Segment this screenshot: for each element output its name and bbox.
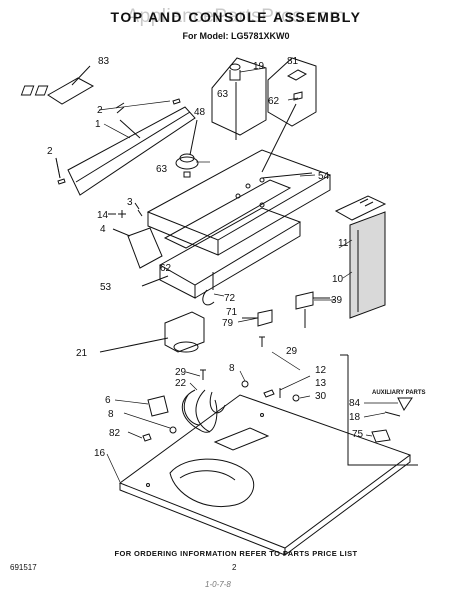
part-11-lint-filter — [334, 195, 387, 221]
callout-8: 8 — [229, 363, 235, 374]
callout-6: 6 — [105, 395, 111, 406]
callout-1: 1 — [95, 119, 101, 130]
callout-13: 13 — [315, 378, 327, 389]
callout-84: 84 — [349, 398, 361, 409]
callout-75: 75 — [352, 429, 364, 440]
auxiliary-leaders — [363, 402, 398, 437]
part-22-wiring-harness — [181, 389, 226, 433]
callout-16: 16 — [94, 448, 106, 459]
callout-12: 12 — [315, 365, 327, 376]
callout-8: 8 — [108, 409, 114, 420]
part-6-terminal-block — [147, 395, 169, 417]
callout-79: 79 — [222, 318, 234, 329]
part-81-signal-knob — [261, 57, 317, 173]
handwritten-mark: 1-0-7-8 — [205, 580, 231, 589]
callout-30: 30 — [315, 391, 327, 402]
part-54-console-top — [146, 149, 332, 256]
callout-11: 11 — [338, 238, 349, 249]
callout-81: 81 — [287, 56, 299, 67]
callout-53: 53 — [100, 282, 112, 293]
part-19-timer-knob — [211, 57, 267, 140]
callout-21: 21 — [76, 348, 88, 359]
part-21-timer — [99, 311, 205, 353]
callout-19: 19 — [253, 61, 265, 72]
part-1-console-rear-panel — [67, 106, 196, 196]
callout-62: 62 — [160, 263, 172, 274]
page-code: 691517 — [10, 563, 37, 572]
callout-labels: 83 2 1 2 48 63 3 14 4 53 19 63 81 62 54 … — [47, 56, 349, 459]
callout-54: 54 — [318, 171, 330, 182]
part-29-screws — [200, 336, 265, 380]
callout-29: 29 — [286, 346, 298, 357]
part-4-end-cap — [112, 227, 163, 269]
callout-18: 18 — [349, 412, 361, 423]
part-83-gasket — [20, 65, 95, 105]
part-53-front-rail — [141, 179, 302, 299]
part-14-screw — [108, 210, 126, 218]
callout-39: 39 — [331, 295, 343, 306]
callout-48: 48 — [194, 107, 206, 118]
callout-63: 63 — [156, 164, 168, 175]
callout-83: 83 — [98, 56, 110, 67]
part-12-13-30-fasteners — [263, 388, 300, 402]
part-39-switch — [295, 291, 330, 328]
watermark: AppliancePartsPros.com — [126, 6, 346, 27]
callout-10: 10 — [332, 274, 344, 285]
callout-63: 63 — [217, 89, 229, 100]
page-title: TOP AND CONSOLE ASSEMBLY — [110, 9, 362, 25]
part-10-insulation — [349, 211, 386, 319]
callout-22: 22 — [175, 378, 187, 389]
page-number: 2 — [232, 563, 237, 572]
part-3-screw — [134, 202, 143, 217]
callout-14: 14 — [97, 210, 109, 221]
callout-71: 71 — [226, 307, 238, 318]
part-16-top-panel — [118, 394, 412, 556]
part-48-knob-assembly — [175, 119, 199, 178]
callout-2: 2 — [97, 105, 103, 116]
part-82-clip — [142, 433, 152, 442]
part-79-bracket — [242, 309, 273, 327]
ordering-note: FOR ORDERING INFORMATION REFER TO PARTS … — [114, 549, 358, 558]
callout-29: 29 — [175, 367, 187, 378]
callout-3: 3 — [127, 197, 133, 208]
auxiliary-parts-box — [340, 354, 418, 466]
callout-2: 2 — [47, 146, 53, 157]
callout-4: 4 — [100, 224, 106, 235]
callout-82: 82 — [109, 428, 121, 439]
callout-72: 72 — [224, 293, 236, 304]
auxiliary-parts-title: AUXILIARY PARTS — [372, 390, 426, 396]
part-71-72-wire — [202, 272, 215, 306]
model-subtitle: For Model: LG5781XKW0 — [182, 31, 290, 41]
leader-lines — [55, 67, 353, 483]
callout-62: 62 — [268, 96, 280, 107]
auxiliary-parts-labels: AUXILIARY PARTS 84 18 75 — [349, 390, 426, 440]
